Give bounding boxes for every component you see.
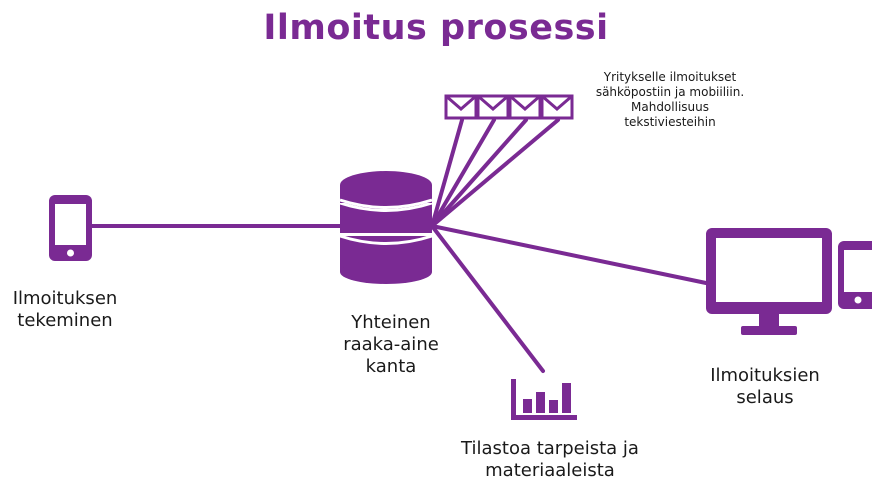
connector-database-to-envelope-2 bbox=[430, 118, 496, 228]
statistics-label-line2: materiaaleista bbox=[485, 460, 615, 481]
connector-database-to-statistics bbox=[430, 224, 545, 373]
database-label-line2: raaka-aine bbox=[343, 334, 439, 355]
envelope-icons bbox=[444, 94, 574, 120]
database-label-line3: kanta bbox=[365, 356, 417, 377]
connector-database-to-envelope-3 bbox=[430, 118, 528, 228]
database-icon bbox=[339, 171, 433, 284]
database-label-line1: Yhteinen bbox=[351, 312, 431, 333]
connector-database-to-envelope-4 bbox=[430, 118, 560, 228]
connector-database-to-envelope-1 bbox=[430, 118, 464, 228]
envelope-icon bbox=[540, 94, 574, 120]
bar-chart-icon bbox=[511, 379, 577, 420]
page-title: Ilmoitus prosessi bbox=[263, 8, 609, 48]
notifications-text-line2: sähköpostiin ja mobiiliin. bbox=[595, 85, 745, 99]
envelope-icon bbox=[508, 94, 542, 120]
envelope-icon bbox=[444, 94, 478, 120]
browse-label-line2: selaus bbox=[736, 387, 794, 408]
connector-database-to-monitor bbox=[430, 224, 708, 285]
envelope-icon bbox=[476, 94, 510, 120]
statistics-label-line1: Tilastoa tarpeista ja bbox=[461, 438, 639, 459]
browse-label: Ilmoituksien selaus bbox=[690, 365, 840, 409]
notifications-text-line1: Yritykselle ilmoitukset bbox=[603, 70, 737, 84]
database-label: Yhteinen raaka-aine kanta bbox=[326, 312, 456, 378]
statistics-label: Tilastoa tarpeista ja materiaaleista bbox=[420, 438, 680, 482]
monitor-icon bbox=[706, 228, 832, 335]
submit-label-line1: Ilmoituksen bbox=[12, 288, 118, 309]
connector-lines bbox=[90, 118, 708, 373]
submit-phone-icon bbox=[49, 195, 92, 261]
notifications-text-line4: tekstiviesteihin bbox=[624, 115, 716, 129]
notifications-text-line3: Mahdollisuus bbox=[631, 100, 709, 114]
browse-label-line1: Ilmoituksien bbox=[710, 365, 820, 386]
notifications-text: Yritykselle ilmoitukset sähköpostiin ja … bbox=[570, 70, 770, 130]
submit-label: Ilmoituksen tekeminen bbox=[0, 288, 130, 332]
submit-label-line2: tekeminen bbox=[17, 310, 113, 331]
browse-phone-icon bbox=[838, 241, 872, 309]
